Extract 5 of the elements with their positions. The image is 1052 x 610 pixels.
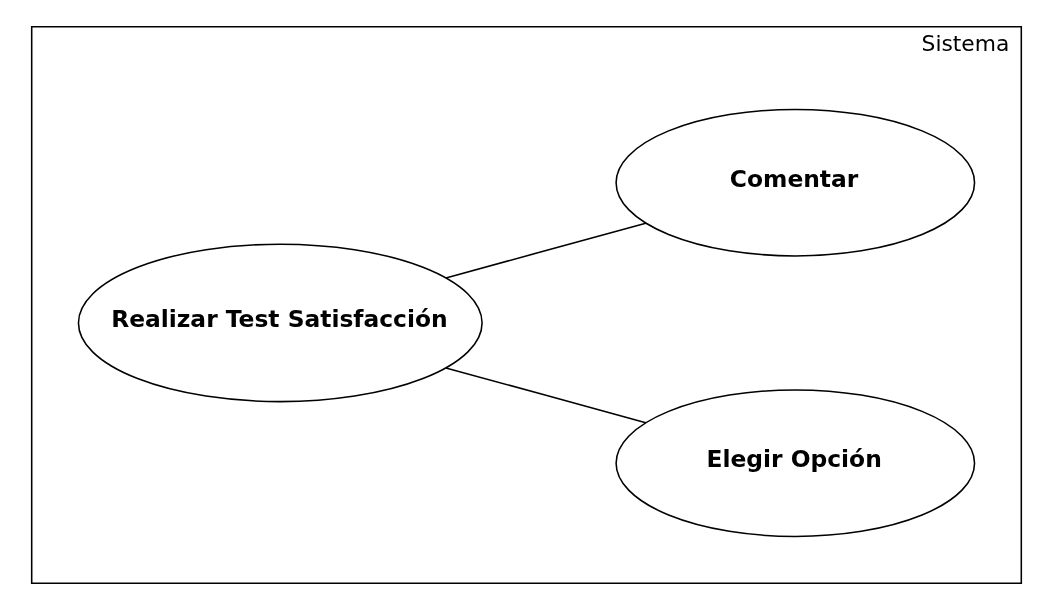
connector (444, 367, 647, 424)
node-ellipse: Elegir Opción (614, 389, 975, 538)
connector (444, 222, 647, 279)
node-ellipse: Realizar Test Satisfacción (77, 243, 483, 403)
node-ellipse: Comentar (614, 108, 975, 257)
